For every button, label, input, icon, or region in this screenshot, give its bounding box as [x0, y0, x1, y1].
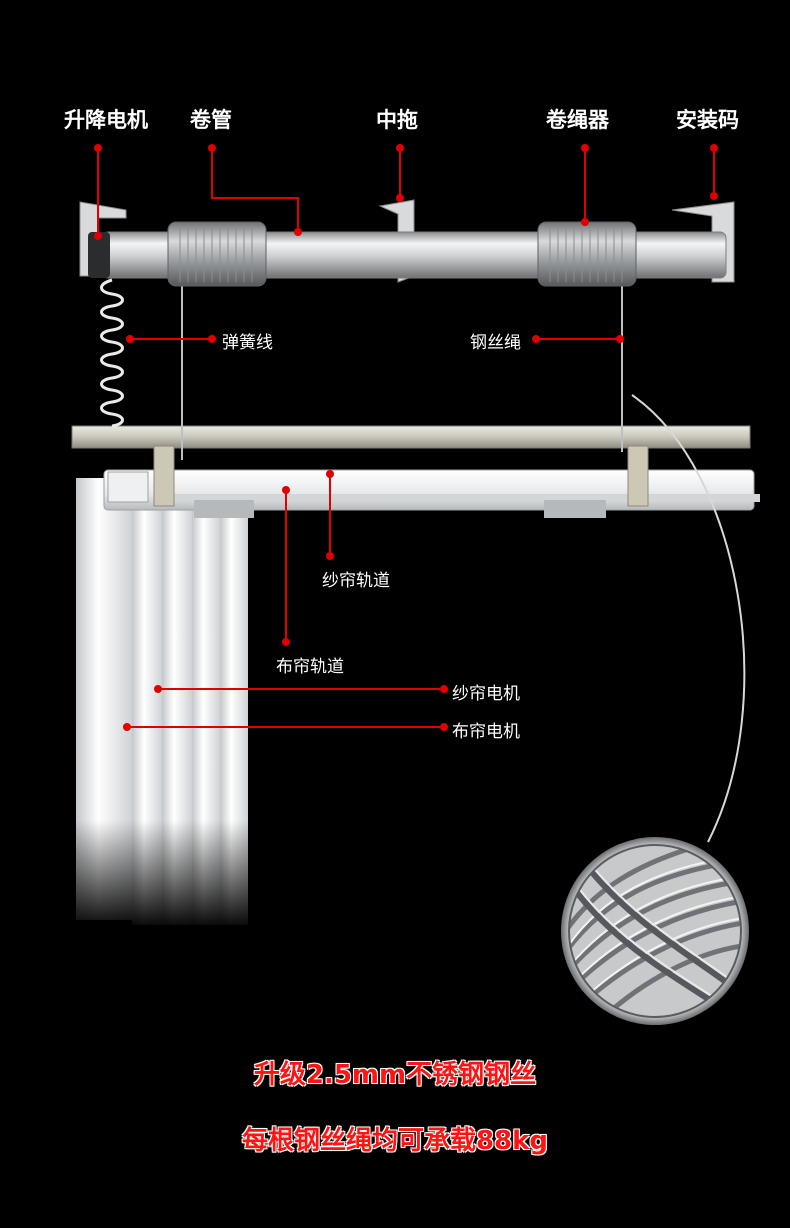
rope-winder-right	[537, 221, 637, 287]
leader-dots	[94, 144, 718, 731]
label-steel-rope: 钢丝绳	[470, 333, 521, 353]
leader-lines	[97, 148, 715, 728]
lift-bar	[71, 425, 751, 507]
spring-wire	[100, 278, 124, 428]
leader-roll-tube	[211, 148, 299, 232]
caption-line-2: 每根钢丝绳均可承载88kg	[241, 1126, 549, 1156]
steel-wire-zoom	[561, 837, 749, 1025]
lift-motor	[88, 232, 110, 278]
label-rope-winder: 卷绳器	[546, 108, 609, 132]
caption-line-1: 升级2.5mm不锈钢钢丝	[253, 1060, 537, 1090]
label-lift-motor: 升降电机	[64, 108, 148, 132]
label-sheer-track: 纱帘轨道	[322, 571, 390, 591]
label-cloth-motor: 布帘电机	[452, 722, 520, 742]
rope-winder-left	[167, 221, 267, 287]
label-roll-tube: 卷管	[190, 108, 232, 132]
label-middle-drag: 中拖	[376, 108, 418, 132]
label-cloth-track: 布帘轨道	[276, 657, 344, 677]
label-mount-bracket: 安装码	[676, 108, 739, 132]
curtain-tracks	[103, 469, 760, 518]
zoom-arc	[631, 394, 746, 843]
curtain-fade	[70, 820, 260, 930]
label-sheer-motor: 纱帘电机	[452, 684, 520, 704]
label-spring-wire: 弹簧线	[222, 333, 273, 353]
